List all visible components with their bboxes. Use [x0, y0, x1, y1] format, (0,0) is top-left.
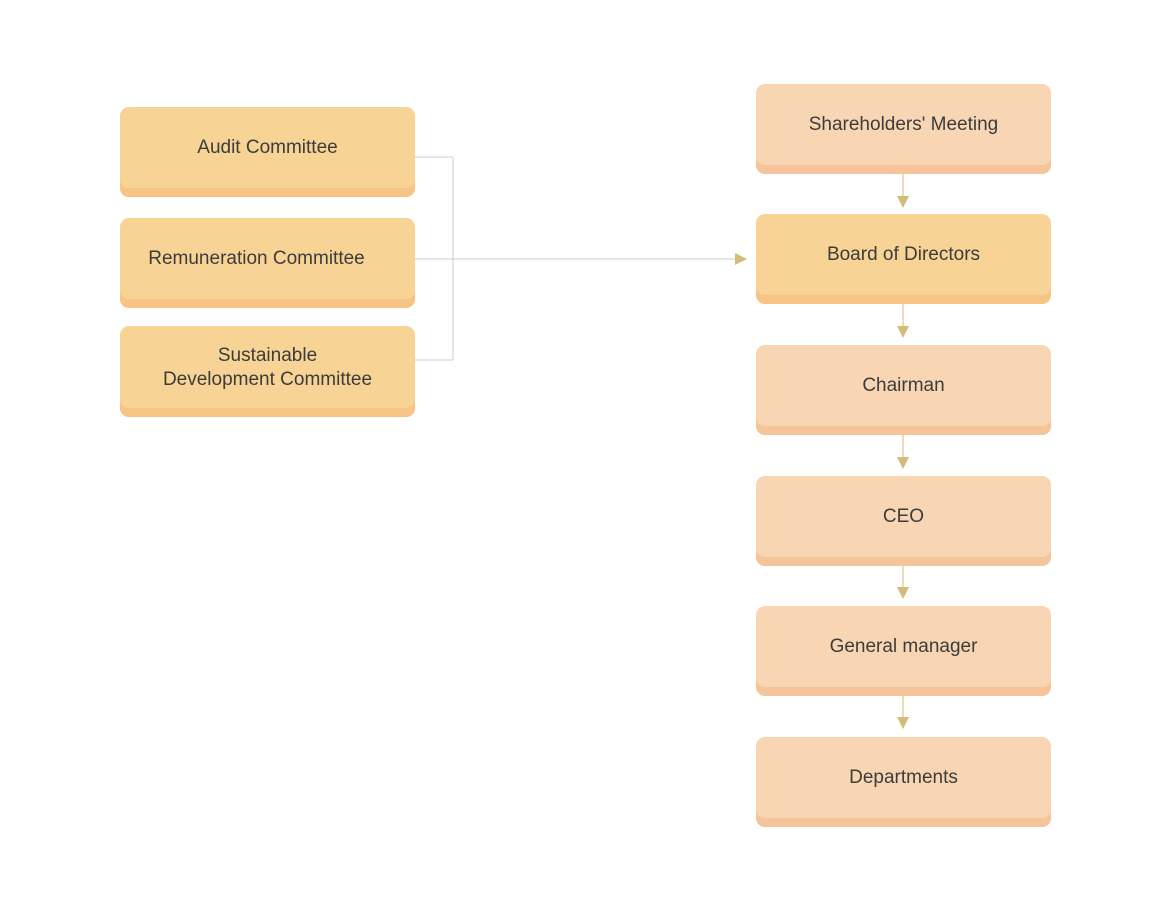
arrowhead-committees-to-board — [735, 253, 747, 265]
audit-committee-label: Audit Committee — [197, 137, 338, 158]
departments-label: Departments — [849, 767, 958, 788]
board-of-directors-node[interactable]: Board of Directors — [756, 214, 1051, 304]
arrowhead-board-to-chairman — [897, 326, 909, 338]
shareholders-meeting-node[interactable]: Shareholders' Meeting — [756, 84, 1051, 174]
shareholders-meeting-label: Shareholders' Meeting — [808, 114, 999, 135]
audit-committee-node[interactable]: Audit Committee — [120, 107, 415, 197]
sustainable-development-committee-node[interactable]: Sustainable Development Committee — [120, 326, 415, 417]
sustainable-development-committee-label-line2: Development Committee — [162, 368, 373, 390]
arrowhead-shareholders-to-board — [897, 196, 909, 208]
committee-bracket — [415, 156, 736, 361]
sustainable-development-committee-label-line1: Sustainable — [217, 344, 318, 366]
chairman-label: Chairman — [862, 375, 945, 396]
ceo-label: CEO — [882, 506, 925, 527]
board-of-directors-label: Board of Directors — [826, 244, 981, 265]
remuneration-committee-label: Remuneration Committee — [148, 248, 365, 269]
chain-arrows — [897, 174, 909, 729]
departments-node[interactable]: Departments — [756, 737, 1051, 827]
general-manager-label: General manager — [829, 636, 978, 657]
arrowhead-ceo-to-general-manager — [897, 587, 909, 599]
remuneration-committee-node[interactable]: Remuneration Committee — [120, 218, 415, 308]
arrowhead-general-manager-to-departments — [897, 717, 909, 729]
arrowhead-chairman-to-ceo — [897, 457, 909, 469]
chairman-node[interactable]: Chairman — [756, 345, 1051, 435]
general-manager-node[interactable]: General manager — [756, 606, 1051, 696]
ceo-node[interactable]: CEO — [756, 476, 1051, 566]
